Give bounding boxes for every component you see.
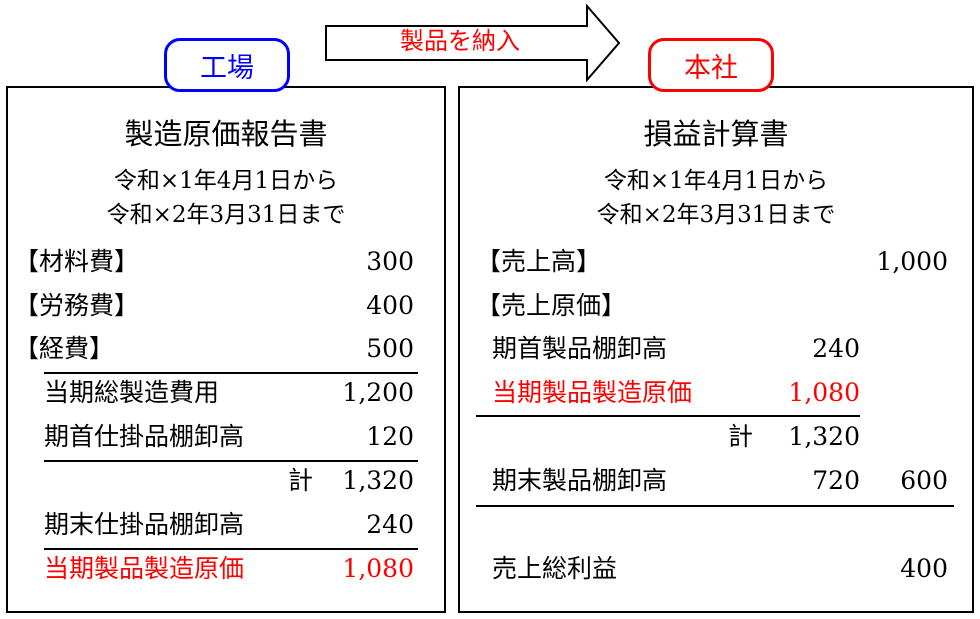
row-amount: 1,200 (342, 378, 414, 407)
row-label: 期首製品棚卸高 (492, 334, 668, 363)
factory-tag: 工場 (164, 38, 290, 92)
row-label: 売上総利益 (492, 554, 618, 583)
row-amount: 720 (812, 466, 860, 495)
row-label: 【材料費】 (14, 247, 140, 276)
row-label: 期末仕掛品棚卸高 (44, 510, 245, 539)
divider (44, 548, 418, 550)
hq-period-to: 令和×2年3月31日まで (596, 202, 836, 228)
arrow-right-icon (325, 4, 621, 82)
row-label: 当期製品製造原価 (44, 554, 245, 583)
divider (44, 460, 418, 462)
row-label: 当期製品製造原価 (492, 378, 693, 407)
arrow-label: 製品を納入 (400, 27, 520, 55)
row-amount: 240 (812, 334, 860, 363)
row-label: 期首仕掛品棚卸高 (44, 422, 245, 451)
factory-period-from: 令和×1年4月1日から (113, 168, 339, 194)
factory-panel: 製造原価報告書 令和×1年4月1日から 令和×2年3月31日まで 【材料費】 3… (6, 86, 446, 613)
hq-tag: 本社 (648, 38, 774, 92)
cogs-total-amount: 600 (900, 466, 948, 495)
hq-panel: 損益計算書 令和×1年4月1日から 令和×2年3月31日まで 【売上高】 1,0… (458, 86, 974, 613)
row-label: 【売上原価】 (476, 291, 627, 320)
factory-period-to: 令和×2年3月31日まで (106, 202, 346, 228)
hq-period-from: 令和×1年4月1日から (603, 168, 829, 194)
row-amount: 240 (366, 510, 414, 539)
row-amount: 1,080 (342, 554, 414, 583)
row-label: 計 (288, 466, 314, 495)
row-label: 計 (728, 422, 754, 451)
divider (476, 505, 954, 507)
row-amount: 1,320 (788, 422, 860, 451)
row-amount: 120 (366, 422, 414, 451)
row-amount: 1,320 (342, 466, 414, 495)
divider (44, 372, 418, 374)
factory-report-title: 製造原価報告書 (124, 117, 328, 151)
row-amount: 1,000 (876, 247, 948, 276)
row-label: 【売上高】 (476, 247, 602, 276)
row-amount: 400 (366, 291, 414, 320)
divider (476, 415, 860, 417)
row-label: 【労務費】 (14, 291, 140, 320)
income-statement-title: 損益計算書 (643, 117, 789, 151)
row-label: 当期総製造費用 (44, 378, 220, 407)
row-amount: 400 (900, 554, 948, 583)
row-label: 【経費】 (14, 334, 115, 363)
row-label: 期末製品棚卸高 (492, 466, 668, 495)
row-amount: 300 (366, 247, 414, 276)
row-amount: 1,080 (788, 378, 860, 407)
row-amount: 500 (366, 334, 414, 363)
